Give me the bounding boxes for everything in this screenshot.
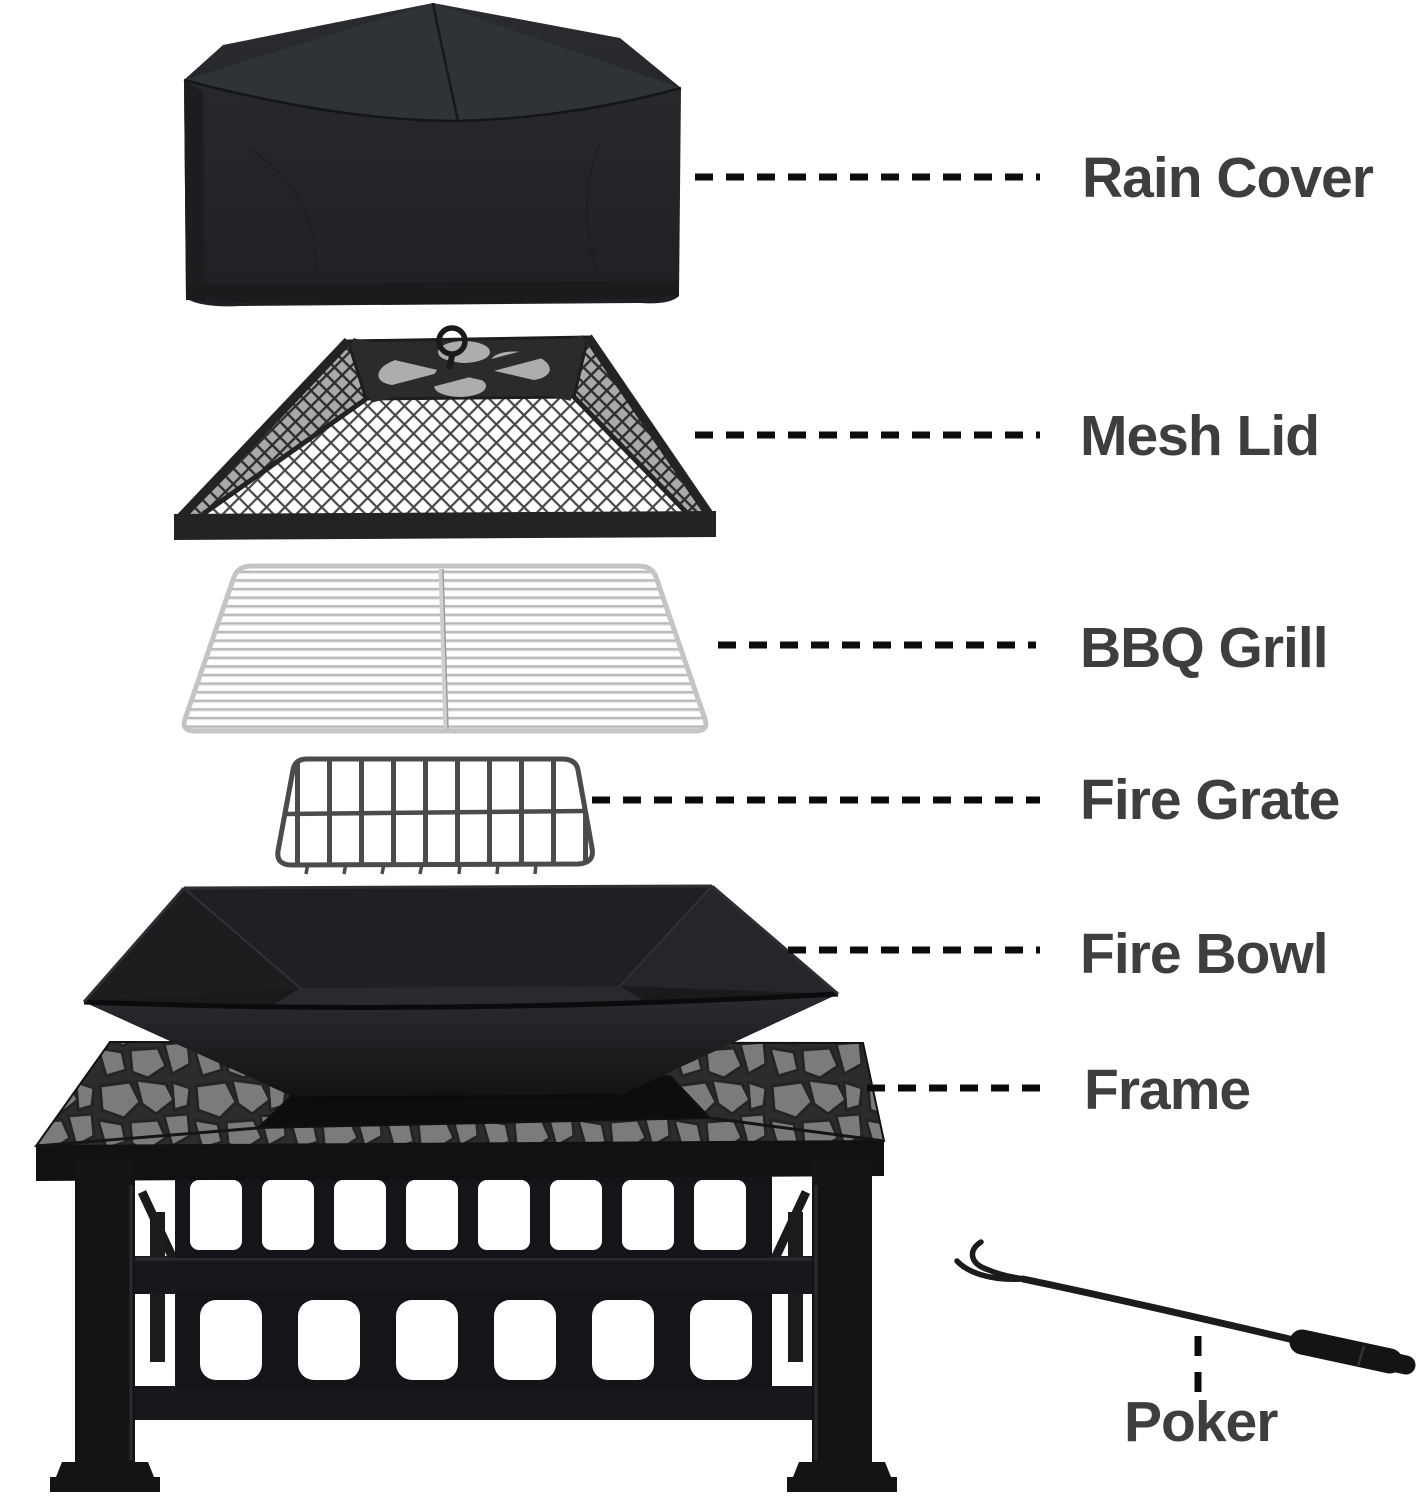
ring-handle-icon (436, 325, 468, 357)
frame-lower-slat-panel (175, 1292, 772, 1388)
frame-upper-slat-gaps (190, 1180, 746, 1250)
rain-cover-illustration (183, 2, 682, 307)
fire-bowl-inner-back-wall (184, 886, 712, 988)
fire-bowl-rim-edges (82, 884, 839, 1003)
bbq-grill-illustration (181, 563, 709, 734)
label-frame: Frame (1084, 1058, 1251, 1122)
poker-shaft (1019, 1275, 1302, 1345)
bbq-grill-center-bar-shadow (442, 568, 449, 730)
frame-front-right-leg (812, 1160, 872, 1462)
mesh-lid-edges (177, 334, 713, 521)
fire-bowl-front-rim (83, 991, 839, 1010)
label-mesh-lid: Mesh Lid (1080, 404, 1320, 468)
frame-mid-rail (135, 1256, 812, 1294)
fire-bowl-bottom-edge (295, 1094, 619, 1100)
mesh-lid-front-face (203, 397, 686, 514)
fire-bowl-inner-right-wall (620, 886, 838, 994)
label-poker: Poker (1124, 1390, 1278, 1454)
poker-illustration (954, 1239, 1416, 1375)
poker-handle-collar (1356, 1345, 1366, 1367)
rain-cover-roof-seam (431, 2, 460, 122)
label-rain-cover: Rain Cover (1082, 146, 1374, 210)
mesh-lid-illustration (174, 325, 716, 540)
fire-bowl-inner-left-wall (84, 888, 300, 1002)
frame-front-left-leg (75, 1160, 135, 1462)
frame-illustration (34, 1040, 897, 1492)
frame-front-band (36, 1141, 884, 1181)
fire-grate-illustration (275, 756, 595, 875)
rain-cover-wrinkle-left (251, 149, 317, 279)
frame-stone-seams (35, 1116, 885, 1148)
leader-lines (592, 173, 1202, 1392)
ring-handle-stem (446, 355, 455, 370)
rain-cover-roof (184, 3, 681, 121)
rain-cover-left-shade (184, 80, 205, 298)
rain-cover-roof-edge (183, 78, 682, 123)
mesh-lid-top-cross (350, 335, 586, 403)
frame-lower-slat-gaps (200, 1300, 752, 1380)
frame-bottom-rail (108, 1386, 845, 1420)
rain-cover-hem (186, 281, 679, 305)
label-bbq-grill: BBQ Grill (1080, 616, 1329, 680)
rain-cover-wrinkle-right (585, 141, 601, 279)
bbq-grill-center-bar (438, 568, 449, 730)
frame-right-foot (787, 1462, 897, 1492)
fire-grate-feet (304, 862, 538, 875)
label-fire-bowl: Fire Bowl (1080, 922, 1329, 986)
mesh-lid-bottom-band (174, 511, 716, 540)
label-fire-grate: Fire Grate (1080, 768, 1340, 832)
fire-bowl-illustration (82, 884, 839, 1100)
poker-handle (1289, 1329, 1403, 1374)
fire-bowl-front-face (84, 994, 838, 1098)
fire-bowl-inner-bottom (272, 986, 648, 1006)
frame-left-foot (50, 1462, 160, 1492)
poker-lower-prong (954, 1258, 1026, 1283)
fire-grate-middle-bar (284, 808, 588, 817)
poker-handle-tip (1378, 1351, 1416, 1375)
